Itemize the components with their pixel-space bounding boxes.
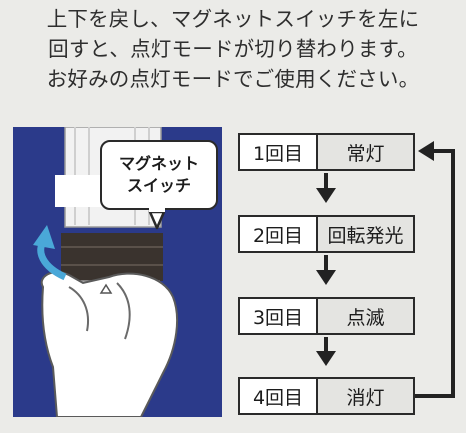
arrow-down-icon — [316, 337, 336, 366]
step-1-count: 1回目 — [240, 135, 318, 169]
step-1: 1回目 常灯 — [238, 133, 415, 171]
step-3-count: 3回目 — [240, 299, 318, 333]
arrow-down-icon — [316, 255, 336, 285]
callout-line-1: マグネット — [118, 154, 199, 173]
instruction-line-3: お好みの点灯モードでご使用ください。 — [46, 67, 420, 91]
magnet-switch-callout: マグネット スイッチ — [100, 140, 218, 210]
step-2-mode: 回転発光 — [318, 217, 413, 251]
instruction-line-1: 上下を戻し、マグネットスイッチを左に — [46, 7, 420, 31]
arrow-down-icon — [316, 173, 336, 203]
step-2: 2回目 回転発光 — [238, 215, 415, 253]
step-1-mode: 常灯 — [318, 135, 413, 169]
callout-line-2: スイッチ — [126, 176, 191, 195]
loop-back-arrow-icon — [415, 141, 455, 398]
triangle-marker-icon — [99, 283, 113, 294]
step-4-mode: 消灯 — [318, 379, 413, 413]
instruction-line-2: 回すと、点灯モードが切り替わります。 — [48, 37, 418, 61]
instructions-text: 上下を戻し、マグネットスイッチを左に 回すと、点灯モードが切り替わります。 お好… — [0, 4, 466, 94]
step-3-mode: 点滅 — [318, 299, 413, 333]
step-3: 3回目 点滅 — [238, 297, 415, 335]
magnet-switch-ring — [61, 233, 163, 281]
step-4: 4回目 消灯 — [238, 377, 415, 415]
step-2-count: 2回目 — [240, 217, 318, 251]
step-4-count: 4回目 — [240, 379, 318, 413]
